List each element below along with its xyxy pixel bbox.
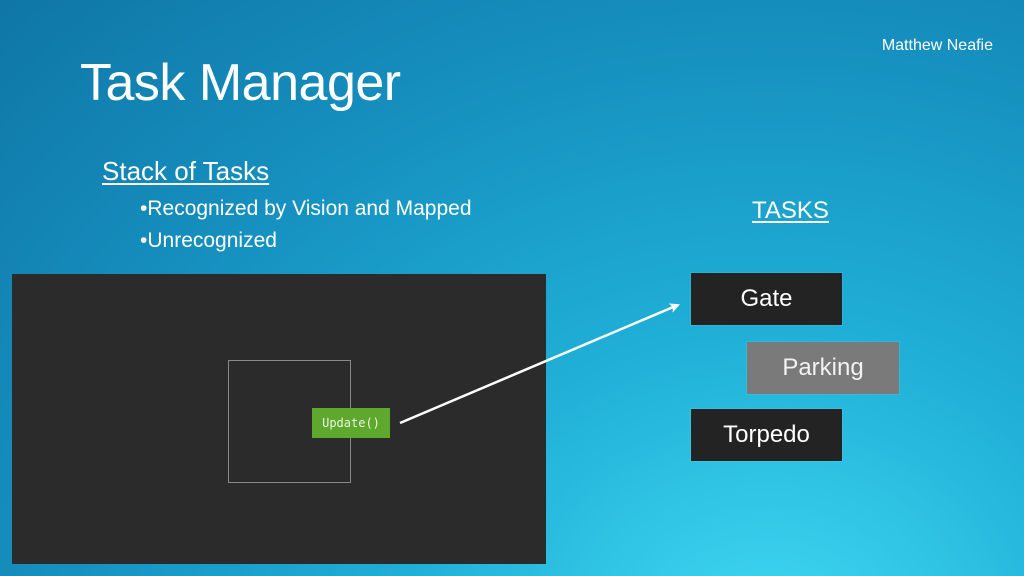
author-name: Matthew Neafie: [881, 37, 993, 54]
task-torpedo: Torpedo: [691, 409, 842, 461]
tasks-heading: TASKS: [752, 197, 829, 224]
bullet-heading: Stack of Tasks: [102, 156, 270, 186]
bullet-item-unrecognized: •Unrecognized: [140, 229, 277, 252]
slide-title: Task Manager: [80, 54, 401, 112]
task-parking: Parking: [747, 342, 899, 394]
update-button[interactable]: Update(): [312, 408, 390, 438]
bullet-item-recognized: •Recognized by Vision and Mapped: [140, 197, 472, 220]
bullet-list: Stack of Tasks •Recognized by Vision and…: [102, 156, 472, 257]
task-gate: Gate: [691, 273, 842, 325]
editor-panel: Update(): [12, 274, 546, 564]
